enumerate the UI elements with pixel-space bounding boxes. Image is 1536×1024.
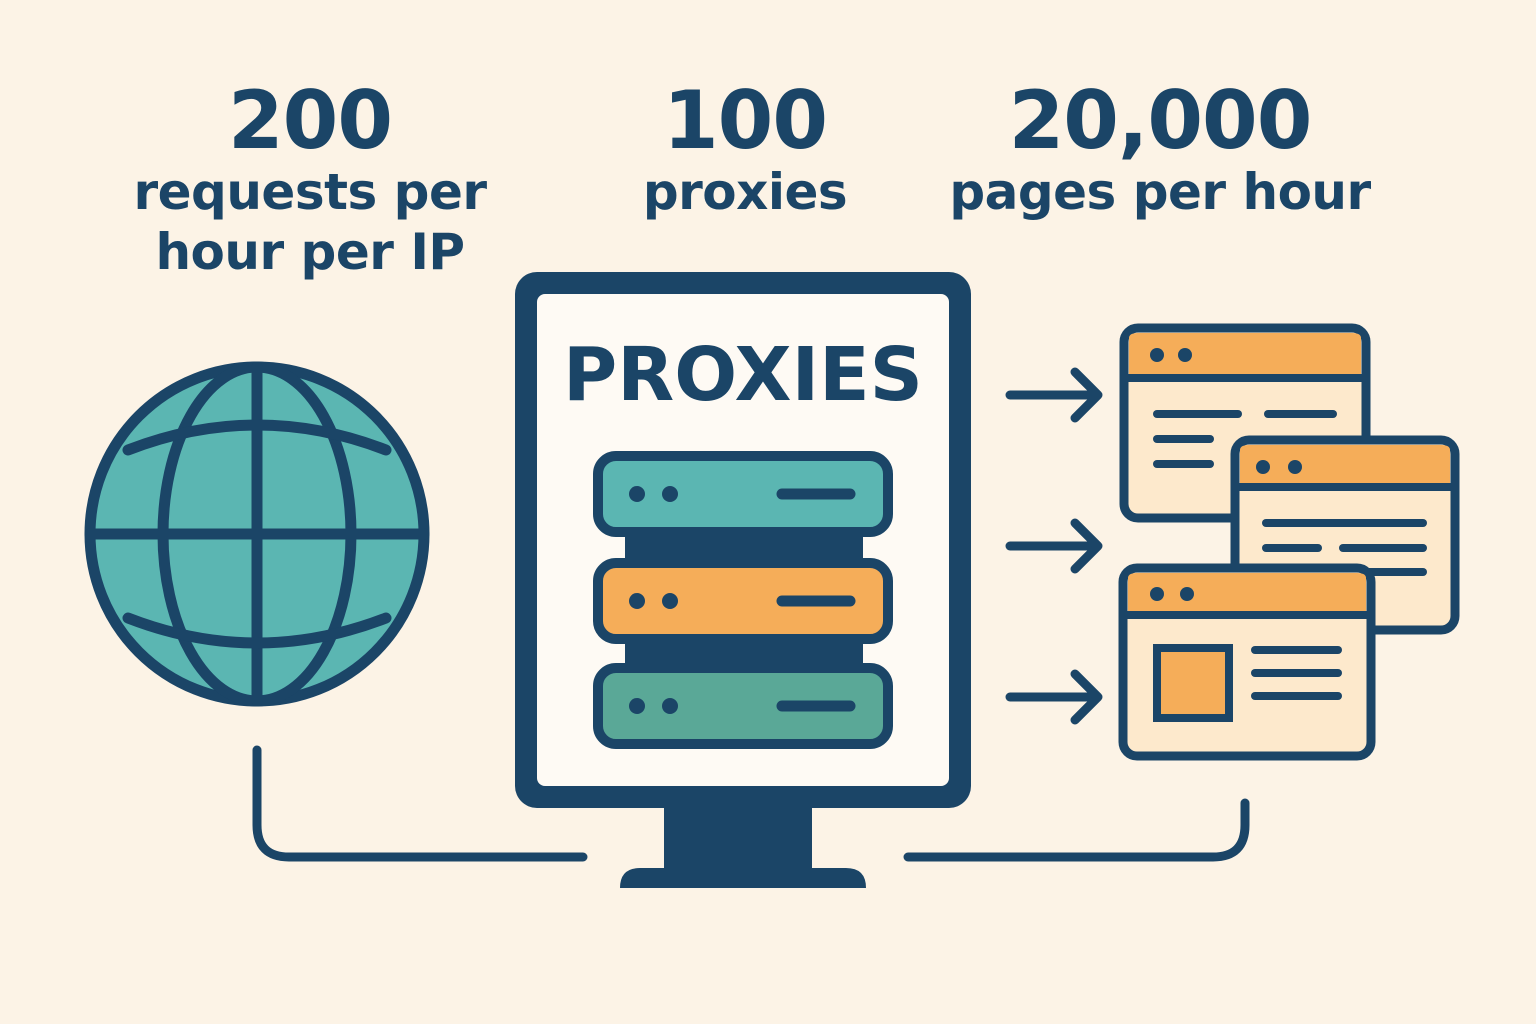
stat-proxies: 100 proxies [560,80,930,222]
stat-requests-value: 200 [228,74,393,167]
stat-pages-label: pages per hour [949,163,1371,221]
server-unit-3 [593,663,893,749]
stat-requests-label: requests per hour per IP [133,163,487,281]
browser-window-icon [1118,563,1376,761]
stat-proxies-label: proxies [642,163,848,221]
server-stack-icon [593,451,893,749]
stat-proxies-value: 100 [663,74,828,167]
stat-requests-per-ip: 200 requests per hour per IP [95,80,525,282]
connector-right [903,798,1250,862]
arrow-right-icon [1005,518,1103,574]
server-unit-2 [593,558,893,644]
stat-pages-per-hour: 20,000 pages per hour [920,80,1400,222]
image-placeholder-icon [1153,644,1233,722]
arrow-right-icon [1005,669,1103,725]
monitor-title: PROXIES [563,332,923,418]
monitor-stand [620,868,866,888]
server-unit-1 [593,451,893,537]
monitor-neck [664,800,812,870]
globe-icon [84,361,430,707]
connector-lines [252,745,1250,862]
stat-pages-value: 20,000 [1008,74,1313,167]
connector-left [252,745,588,862]
arrow-right-icon [1005,367,1103,423]
